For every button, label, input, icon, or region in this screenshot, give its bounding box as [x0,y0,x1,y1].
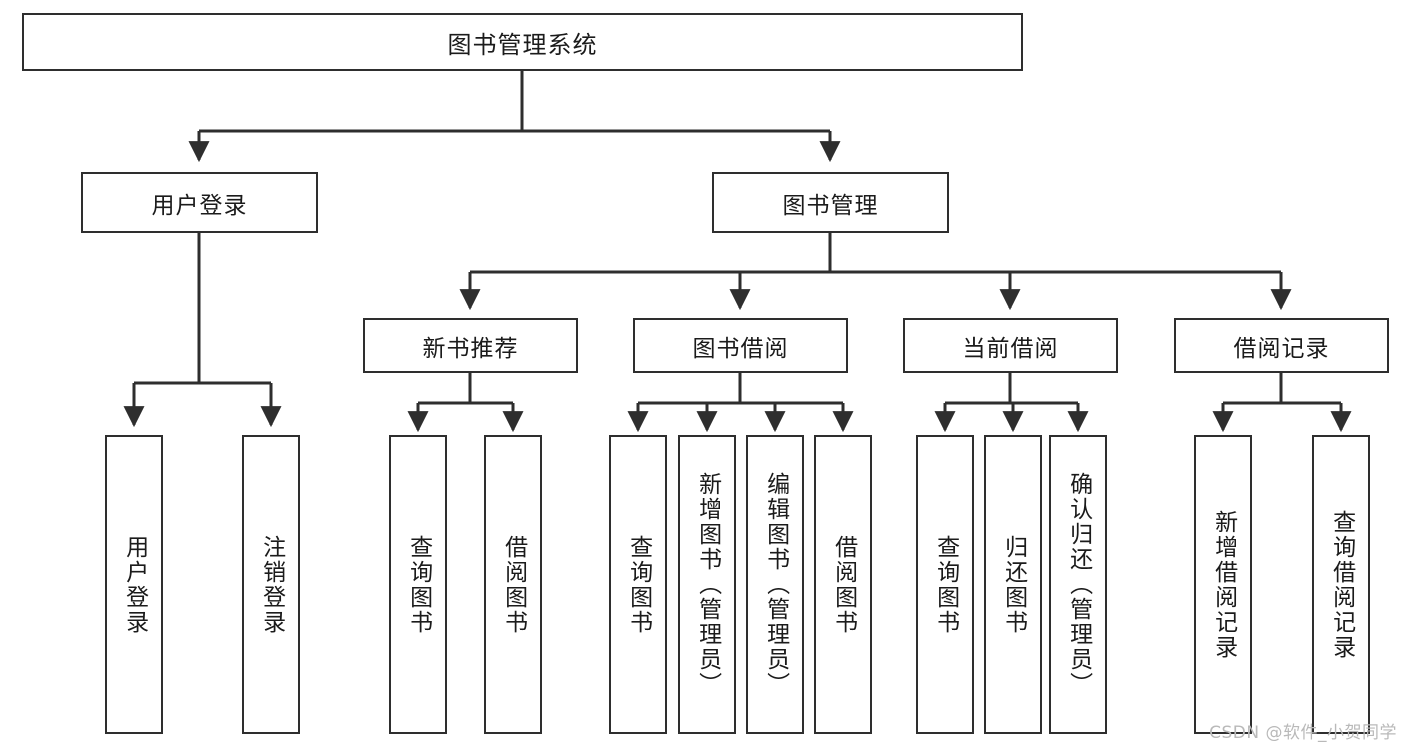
node-label: 借阅图书 [500,534,527,635]
node-leaf-borrow-book-2[interactable]: 借阅图书 [814,435,872,734]
node-label: 用户登录 [151,192,248,219]
node-label: 图书管理系统 [447,30,598,59]
node-label: 查询图书 [625,534,652,635]
node-leaf-user-login[interactable]: 用户登录 [105,435,163,734]
node-label: 编辑图书（管理员） [762,472,789,697]
node-label: 借阅记录 [1233,335,1330,362]
node-label: 归还图书 [1000,534,1027,635]
node-book-management[interactable]: 图书管理 [712,172,949,233]
node-label: 借阅图书 [830,534,857,635]
node-label: 新增图书（管理员） [694,472,721,697]
node-label: 确认归还（管理员） [1065,472,1092,697]
node-label: 新增借阅记录 [1210,509,1237,660]
node-leaf-query-book-3[interactable]: 查询图书 [916,435,974,734]
node-label: 用户登录 [121,534,148,635]
node-leaf-confirm-return[interactable]: 确认归还（管理员） [1049,435,1107,734]
node-leaf-query-record[interactable]: 查询借阅记录 [1312,435,1370,734]
node-label: 图书借阅 [692,335,789,362]
node-label: 查询图书 [405,534,432,635]
node-book-management-system[interactable]: 图书管理系统 [22,13,1023,71]
node-label: 当前借阅 [962,335,1059,362]
node-leaf-edit-book[interactable]: 编辑图书（管理员） [746,435,804,734]
node-new-book-recommend[interactable]: 新书推荐 [363,318,578,373]
node-user-login[interactable]: 用户登录 [81,172,318,233]
node-current-borrow[interactable]: 当前借阅 [903,318,1118,373]
node-label: 注销登录 [258,534,285,635]
node-leaf-query-book-2[interactable]: 查询图书 [609,435,667,734]
node-label: 查询借阅记录 [1328,509,1355,660]
node-leaf-return-book[interactable]: 归还图书 [984,435,1042,734]
node-label: 图书管理 [782,192,879,219]
node-leaf-add-book[interactable]: 新增图书（管理员） [678,435,736,734]
node-leaf-logout-login[interactable]: 注销登录 [242,435,300,734]
node-leaf-add-record[interactable]: 新增借阅记录 [1194,435,1252,734]
node-leaf-borrow-book-1[interactable]: 借阅图书 [484,435,542,734]
node-label: 查询图书 [932,534,959,635]
node-borrow-record[interactable]: 借阅记录 [1174,318,1389,373]
node-leaf-query-book-1[interactable]: 查询图书 [389,435,447,734]
node-book-borrow[interactable]: 图书借阅 [633,318,848,373]
node-label: 新书推荐 [422,335,519,362]
